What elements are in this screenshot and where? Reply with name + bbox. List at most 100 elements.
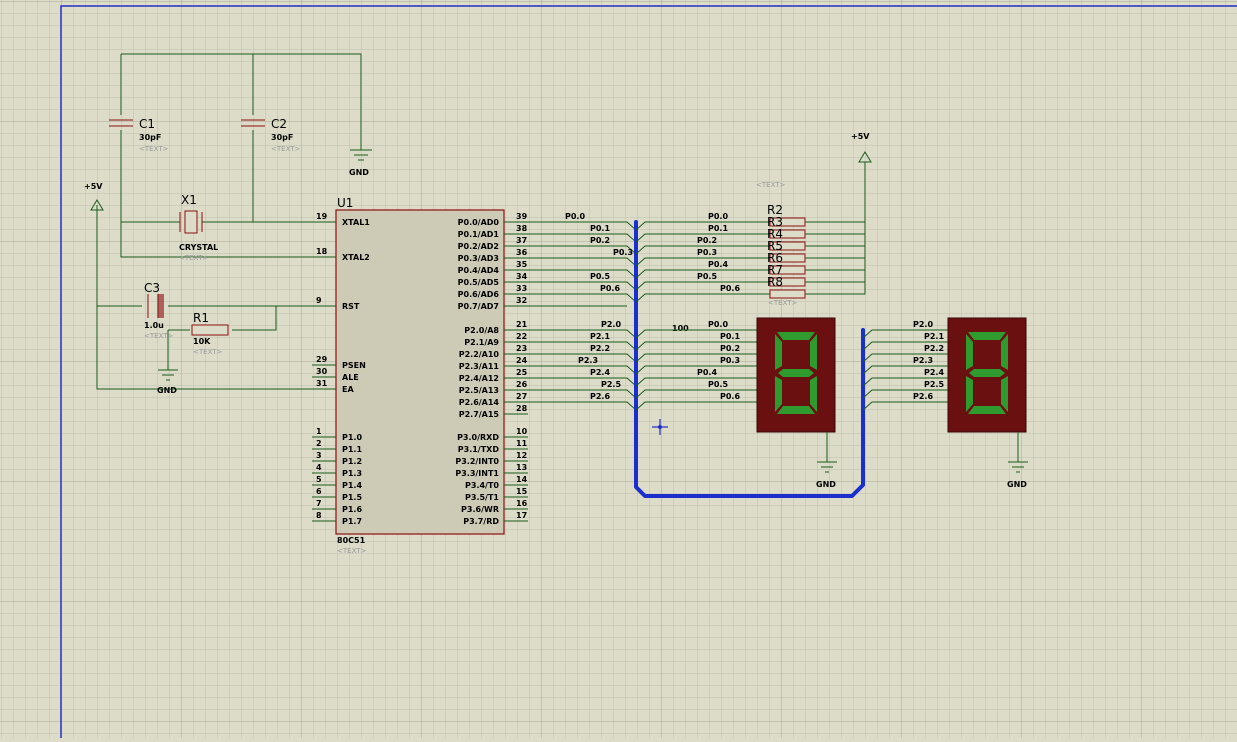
seven-segment-display-2[interactable]: [947, 317, 1027, 433]
u1-ref: U1: [337, 196, 353, 210]
pin-name: P1.3: [342, 469, 362, 478]
pin-number: 10: [516, 427, 528, 436]
c1-text: <TEXT>: [139, 145, 169, 153]
gnd-label-d2: GND: [1007, 480, 1027, 489]
pin-name: P0.1/AD1: [458, 230, 500, 239]
net-label: P2.4: [590, 368, 610, 377]
c3-text: <TEXT>: [144, 332, 174, 340]
u1-pin[interactable]: 1P1.0: [312, 427, 362, 442]
pin-name: P2.6/A14: [459, 398, 500, 407]
segment-d: [968, 406, 1006, 414]
net-label: P0.6: [600, 284, 620, 293]
microcontroller-u1[interactable]: U1 80C51 <TEXT> 19XTAL118XTAL29RST29PSEN…: [312, 196, 528, 555]
resistor-element[interactable]: [769, 289, 806, 299]
net-label: P0.1: [590, 224, 610, 233]
pin-name: P0.0/AD0: [458, 218, 500, 227]
pin-number: 3: [316, 451, 322, 460]
pin-number: 12: [516, 451, 527, 460]
r2-ref: R2: [767, 203, 783, 217]
ground-display-2[interactable]: GND: [1007, 432, 1028, 489]
r1-value: 10K: [193, 337, 211, 346]
reset-wires: [96, 205, 312, 390]
resistor-r1[interactable]: R1 10K <TEXT>: [191, 311, 229, 356]
sheet-border: [60, 5, 1237, 738]
net-label: P0.4: [708, 260, 728, 269]
u1-pin[interactable]: 3P1.2: [312, 451, 362, 466]
pin-name: P1.6: [342, 505, 362, 514]
gnd-label-d1: GND: [816, 480, 836, 489]
segment-e: [775, 376, 782, 412]
seven-segment-display-1[interactable]: [756, 317, 836, 433]
capacitor-c2[interactable]: C2 30pF <TEXT>: [241, 117, 301, 153]
r2-text-top: <TEXT>: [756, 181, 786, 189]
pin-number: 32: [516, 296, 527, 305]
capacitor-c3[interactable]: C3 1.0u <TEXT>: [144, 281, 174, 340]
net-label: P2.3: [913, 356, 933, 365]
pin-number: 25: [516, 368, 528, 377]
pin-number: 21: [516, 320, 528, 329]
u1-pin[interactable]: 5P1.4: [312, 475, 362, 490]
ground-reset[interactable]: GND: [157, 369, 178, 395]
pin-number: 36: [516, 248, 528, 257]
segment-g: [778, 369, 814, 377]
net-label: P0.0: [708, 320, 728, 329]
crystal-x1[interactable]: X1 CRYSTAL <TEXT>: [179, 193, 218, 262]
net-label: P2.1: [590, 332, 610, 341]
pin-name: P1.4: [342, 481, 362, 490]
pin-name: P1.1: [342, 445, 362, 454]
pin-name: ALE: [342, 373, 359, 382]
ground-display-1[interactable]: GND: [816, 432, 837, 489]
display2-wires: [862, 329, 948, 411]
ground-oscillator[interactable]: GND: [349, 149, 372, 177]
u1-pin[interactable]: 6P1.5: [312, 487, 362, 502]
segment-a: [777, 332, 815, 340]
pin-name: P1.2: [342, 457, 362, 466]
u1-pin[interactable]: 2P1.1: [312, 439, 362, 454]
pin-number: 24: [516, 356, 528, 365]
data-bus[interactable]: [634, 220, 865, 498]
gnd-label: GND: [349, 168, 369, 177]
power-left[interactable]: +5V: [84, 182, 104, 211]
pin-number: 33: [516, 284, 527, 293]
u1-pin[interactable]: 7P1.6: [312, 499, 362, 514]
power-right[interactable]: +5V: [851, 132, 872, 163]
pin-name: P2.4/A12: [459, 374, 499, 383]
pin-name: P0.4/AD4: [458, 266, 500, 275]
u1-pin[interactable]: 8P1.7: [312, 511, 362, 526]
u1-pin[interactable]: 4P1.3: [312, 463, 362, 478]
pin-number: 34: [516, 272, 528, 281]
capacitor-c1[interactable]: C1 30pF <TEXT>: [109, 117, 169, 153]
